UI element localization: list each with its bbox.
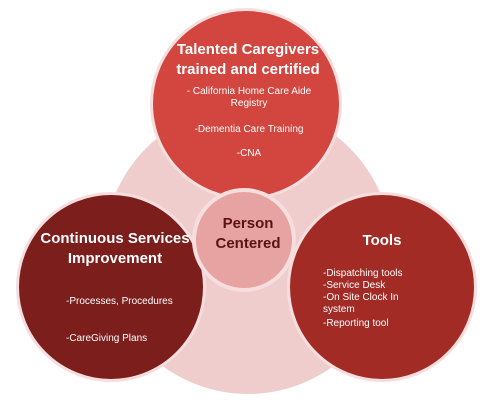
caregivers-item: -CNA: [236, 148, 262, 159]
tools-title: Tools: [362, 232, 402, 249]
improvement-item: -Processes, Procedures: [66, 296, 173, 307]
tools-item: -On Site Clock In system: [323, 292, 399, 315]
tools-item: -Reporting tool: [323, 318, 389, 329]
tools-circle: [287, 192, 477, 382]
caregivers-item: -Dementia Care Training: [194, 124, 304, 135]
tools-item: -Service Desk: [323, 280, 386, 291]
person-centered-circle: [192, 188, 296, 292]
tools-item: -Dispatching tools: [323, 268, 403, 279]
person-centered-label: Person Centered: [215, 215, 281, 252]
improvement-item: -CareGiving Plans: [66, 333, 148, 344]
improvement-circle: [16, 192, 206, 382]
caregivers-circle: [150, 8, 342, 200]
improvement-title: Continuous Services Improvement: [40, 230, 190, 267]
caregivers-title: Talented Caregivers trained and certifie…: [176, 41, 320, 78]
caregivers-item: - California Home Care Aide Registry: [186, 86, 312, 109]
